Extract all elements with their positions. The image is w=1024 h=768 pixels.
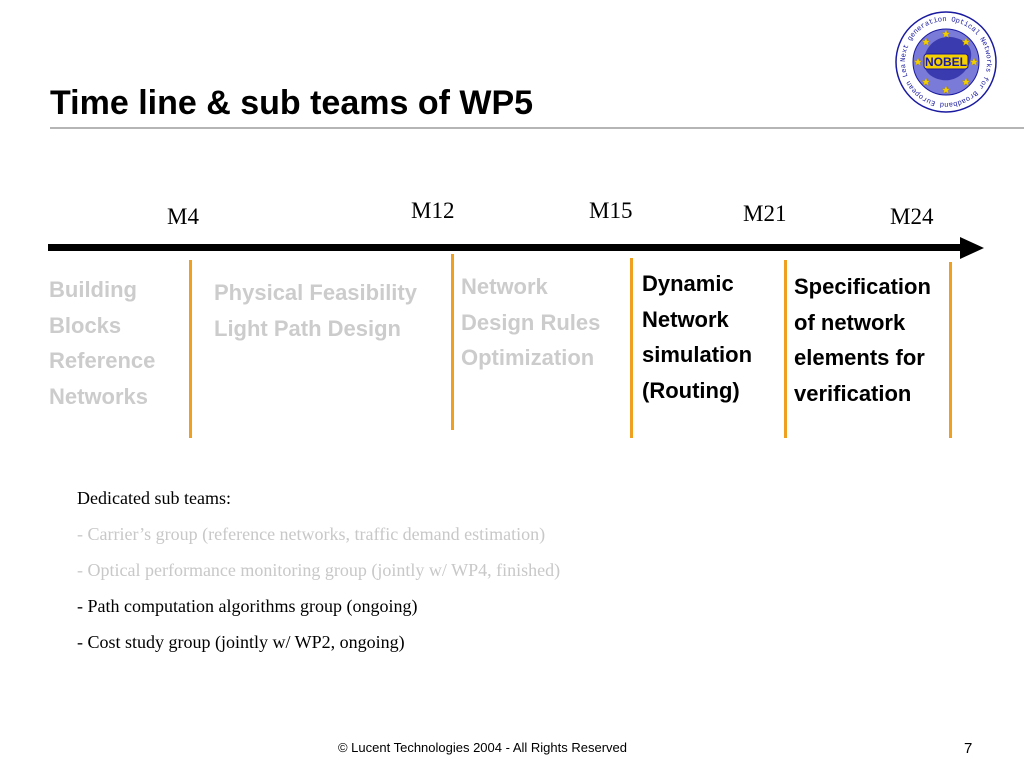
milestone-m24: M24 [890,204,934,229]
star-icons [913,29,979,94]
marker-m12 [451,254,454,430]
milestone-m21: M21 [743,201,787,226]
subteams-list: Dedicated sub teams: - Carrier’s group (… [77,480,560,660]
footer-copyright: © Lucent Technologies 2004 - All Rights … [337,740,627,755]
list-item: - Carrier’s group (reference networks, t… [77,524,546,544]
timeline-arrowhead [960,237,984,259]
milestone-m4: M4 [167,204,199,229]
marker-m15 [630,258,633,438]
marker-m4 [189,260,192,438]
phase-dynamic-simulation: Dynamic Network simulation (Routing) [642,271,753,403]
phase-physical-feasibility: Physical Feasibility Light Path Design [214,280,417,341]
list-item: - Cost study group (jointly w/ WP2, ongo… [77,632,405,652]
marker-m21 [784,260,787,438]
list-item: - Optical performance monitoring group (… [77,560,561,580]
title-divider [50,127,1024,129]
milestone-m12: M12 [411,198,455,223]
phase-specification: Specification of network elements for ve… [794,274,931,406]
slide-title: Time line & sub teams of WP5 [50,84,534,122]
milestone-m15: M15 [589,198,633,223]
phase-building-blocks: Building Blocks Reference Networks [49,277,156,409]
marker-m24 [949,262,952,438]
page-number: 7 [964,740,973,757]
subteams-heading: Dedicated sub teams: [77,488,231,508]
phase-network-design: Network Design Rules Optimization [461,274,601,370]
nobel-logo: Next generation Optical Networks for Bro… [894,10,997,113]
timeline-bar [48,244,963,251]
logo-name: NOBEL [925,55,967,69]
list-item: - Path computation algorithms group (ong… [77,596,418,616]
